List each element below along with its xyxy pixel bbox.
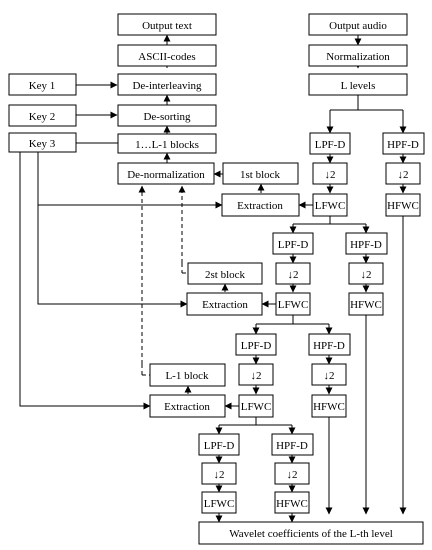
levelL-lpf-box: LPF-D — [198, 433, 240, 456]
levelL-hfwc-box: HFWC — [274, 491, 310, 514]
de-interleaving-box: De-interleaving — [117, 73, 217, 96]
level2-hfwc-label: HFWC — [350, 299, 382, 311]
l1-block-label: L-1 block — [165, 370, 209, 382]
output-audio-label: Output audio — [329, 20, 387, 32]
l-levels-label: L levels — [341, 80, 376, 92]
level2-lpf-box: LPF-D — [272, 232, 314, 255]
output-audio-box: Output audio — [308, 13, 408, 36]
level2-hfwc-box: HFWC — [348, 292, 384, 316]
connectors — [19, 34, 407, 523]
levelL-lpf-label: LPF-D — [204, 440, 235, 452]
level3-lpf-label: LPF-D — [241, 340, 272, 352]
level3-down-lpf-label: ↓2 — [251, 370, 262, 382]
l-levels-box: L levels — [308, 73, 408, 96]
levelL-down-lpf-label: ↓2 — [214, 469, 225, 481]
levelL-down-hpf-box: ↓2 — [274, 462, 310, 485]
level3-lpf-box: LPF-D — [235, 333, 277, 356]
key2-label: Key 2 — [29, 111, 56, 123]
levelL-down-lpf-box: ↓2 — [201, 462, 237, 485]
level1-lpf-label: LPF-D — [315, 139, 346, 151]
ascii-codes-box: ASCII-codes — [117, 44, 217, 67]
levelL-down-hpf-label: ↓2 — [287, 469, 298, 481]
level1-extraction-label: Extraction — [237, 200, 283, 212]
level2-down-hpf-box: ↓2 — [348, 262, 384, 285]
level1-down-hpf-label: ↓2 — [398, 169, 409, 181]
level2-down-hpf-label: ↓2 — [361, 269, 372, 281]
levelL-hpf-box: HPF-D — [271, 433, 314, 456]
level1-hfwc-label: HFWC — [387, 200, 419, 212]
levelL-lfwc-box: LFWC — [201, 491, 237, 514]
blocks-label: 1…L-1 blocks — [135, 139, 199, 151]
level2-lfwc-label: LFWC — [278, 299, 309, 311]
level1-down-hpf-box: ↓2 — [385, 162, 421, 185]
level3-lfwc-box: LFWC — [238, 394, 274, 418]
level3-hpf-label: HPF-D — [313, 340, 345, 352]
level1-down-lpf-box: ↓2 — [312, 162, 348, 185]
second-block-box: 2st block — [187, 262, 263, 285]
levelL-hfwc-label: HFWC — [276, 498, 308, 510]
level1-lfwc-box: LFWC — [312, 193, 348, 217]
level3-hfwc-label: HFWC — [313, 401, 345, 413]
level2-down-lpf-label: ↓2 — [288, 269, 299, 281]
de-sorting-box: De-sorting — [117, 104, 217, 127]
level3-down-lpf-box: ↓2 — [238, 363, 274, 386]
de-sorting-label: De-sorting — [143, 111, 191, 123]
key3-label: Key 3 — [29, 138, 56, 150]
normalization-label: Normalization — [326, 51, 390, 63]
level1-lpf-box: LPF-D — [309, 132, 351, 155]
first-block-box: 1st block — [222, 162, 299, 185]
level2-down-lpf-box: ↓2 — [275, 262, 311, 285]
level3-down-hpf-box: ↓2 — [311, 363, 347, 386]
level3-down-hpf-label: ↓2 — [324, 370, 335, 382]
key2-box: Key 2 — [8, 104, 77, 127]
level2-extraction-label: Extraction — [202, 299, 248, 311]
levelL-lfwc-label: LFWC — [204, 498, 235, 510]
level3-hfwc-box: HFWC — [311, 394, 347, 418]
level2-extraction-box: Extraction — [186, 292, 263, 316]
level1-hfwc-box: HFWC — [385, 193, 421, 217]
output-text-label: Output text — [142, 20, 192, 32]
level1-lfwc-label: LFWC — [315, 200, 346, 212]
levelL-hpf-label: HPF-D — [276, 440, 308, 452]
key1-box: Key 1 — [8, 73, 77, 96]
level2-lpf-label: LPF-D — [278, 239, 309, 251]
level3-extraction-box: Extraction — [149, 394, 226, 418]
key3-box: Key 3 — [8, 132, 77, 153]
l1-block-box: L-1 block — [149, 363, 226, 387]
level3-hpf-box: HPF-D — [308, 333, 351, 356]
key1-label: Key 1 — [29, 80, 56, 92]
level1-extraction-box: Extraction — [221, 193, 300, 217]
wavelet-coefficients-label: Wavelet coefficients of the L-th level — [229, 528, 393, 540]
level2-lfwc-box: LFWC — [275, 292, 311, 316]
ascii-codes-label: ASCII-codes — [138, 51, 195, 63]
first-block-label: 1st block — [240, 169, 281, 181]
level1-hpf-box: HPF-D — [382, 132, 425, 155]
de-normalization-box: De-normalization — [117, 162, 215, 185]
level3-extraction-label: Extraction — [164, 401, 210, 413]
level3-lfwc-label: LFWC — [241, 401, 272, 413]
blocks-box: 1…L-1 blocks — [117, 133, 217, 154]
second-block-label: 2st block — [205, 269, 246, 281]
level2-hpf-label: HPF-D — [350, 239, 382, 251]
level1-down-lpf-label: ↓2 — [325, 169, 336, 181]
output-text-box: Output text — [117, 13, 217, 36]
level2-hpf-box: HPF-D — [345, 232, 388, 255]
de-normalization-label: De-normalization — [127, 169, 205, 181]
wavelet-coefficients-box: Wavelet coefficients of the L-th level — [198, 521, 424, 545]
normalization-box: Normalization — [308, 44, 408, 67]
level1-hpf-label: HPF-D — [387, 139, 419, 151]
de-interleaving-label: De-interleaving — [132, 80, 202, 92]
